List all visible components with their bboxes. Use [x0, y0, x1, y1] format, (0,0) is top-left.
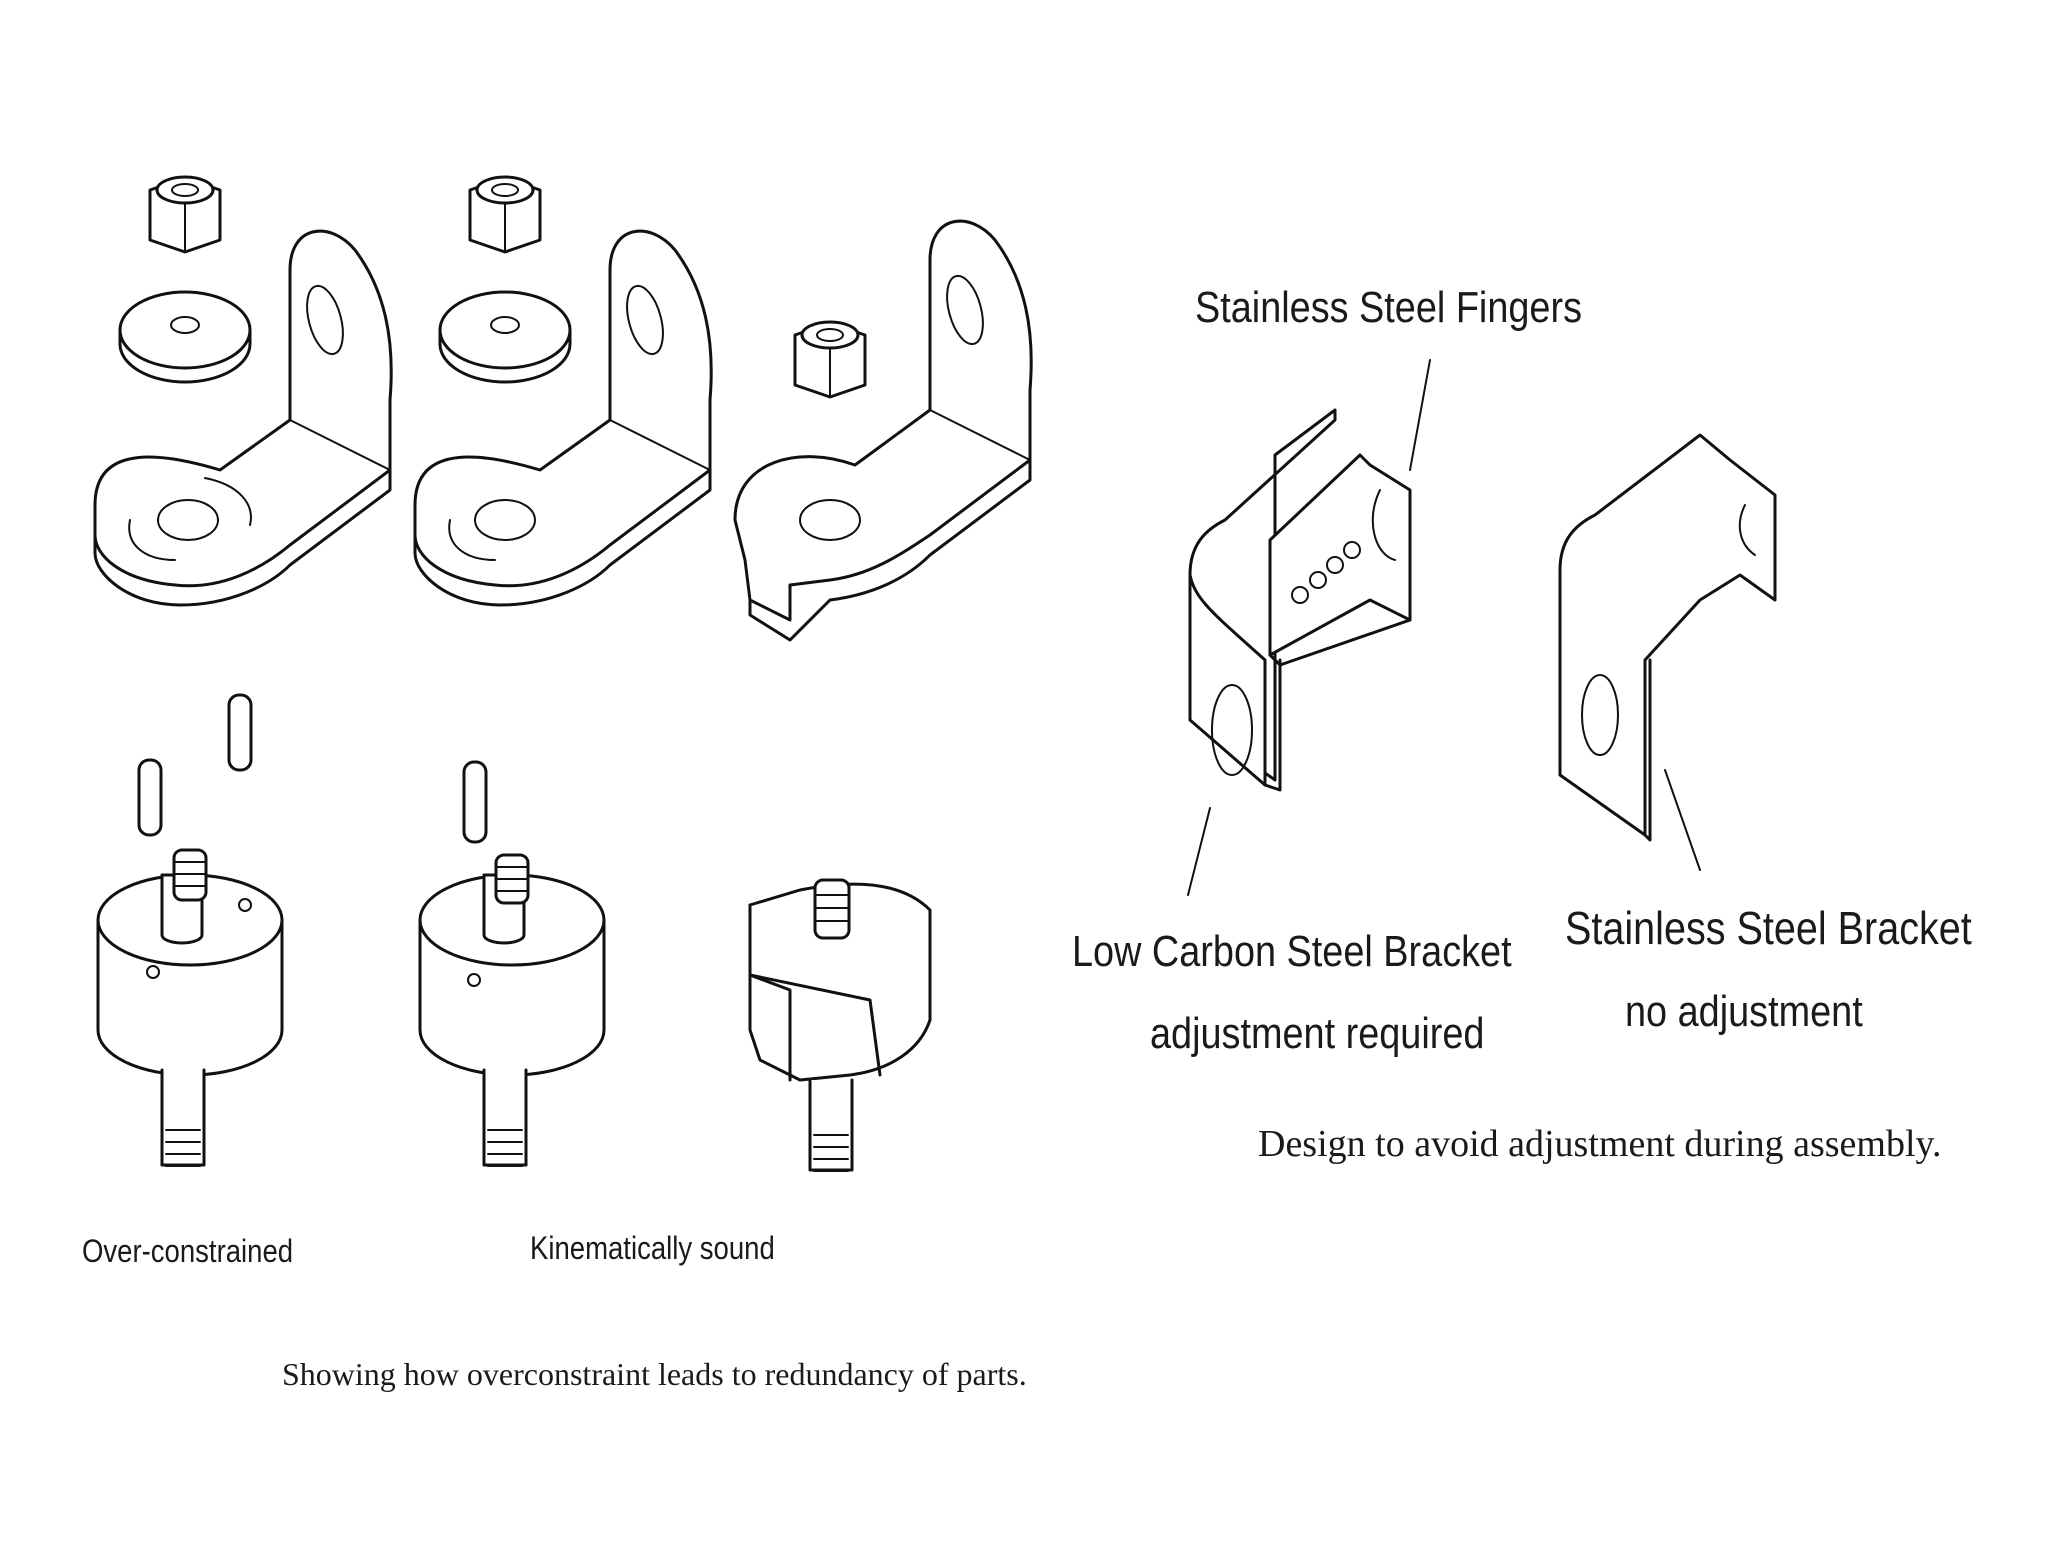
hex-nut-1 — [148, 175, 222, 254]
washer-2 — [438, 290, 572, 384]
l-bracket-2 — [413, 229, 713, 607]
caption-avoid-adjustment: Design to avoid adjustment during assemb… — [1258, 1123, 1942, 1165]
low-carbon-steel-bracket — [1187, 359, 1431, 896]
leader-low-carbon — [1187, 807, 1211, 896]
pin-1a — [227, 693, 253, 772]
washer-1 — [118, 290, 252, 384]
stud-2 — [418, 760, 606, 1167]
adjustment-screws — [1291, 541, 1361, 604]
bracket-set-2 — [413, 175, 713, 607]
label-no-adjustment: no adjustment — [1625, 987, 1863, 1036]
label-stainless-bracket: Stainless Steel Bracket — [1565, 902, 1972, 954]
label-kinematically-sound: Kinematically sound — [530, 1230, 775, 1266]
label-stainless-steel-fingers: Stainless Steel Fingers — [1195, 283, 1582, 332]
pin-1b — [137, 758, 163, 837]
leader-fingers — [1409, 359, 1431, 471]
stainless-steel-bracket — [1558, 433, 1777, 871]
label-low-carbon-bracket: Low Carbon Steel Bracket — [1072, 927, 1512, 976]
label-over-constrained: Over-constrained — [82, 1233, 294, 1269]
bracket-set-1 — [93, 175, 393, 607]
bracket-set-3 — [733, 219, 1033, 642]
hex-nut-2 — [468, 175, 542, 254]
stud-1 — [96, 693, 284, 1167]
label-adjustment-required: adjustment required — [1150, 1009, 1485, 1058]
stud-3 — [748, 878, 932, 1172]
caption-overconstraint: Showing how overconstraint leads to redu… — [282, 1356, 1027, 1392]
pin-2 — [462, 760, 488, 844]
l-bracket-3 — [733, 219, 1033, 642]
l-bracket-1 — [93, 229, 393, 607]
leader-stainless — [1664, 769, 1701, 871]
hex-nut-3 — [793, 320, 867, 399]
